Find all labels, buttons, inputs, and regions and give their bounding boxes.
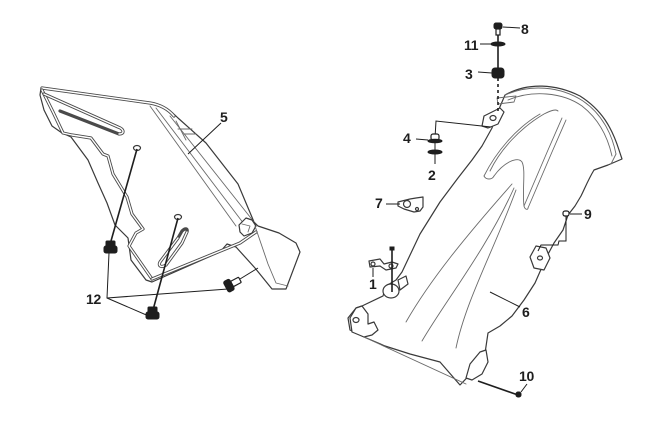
- screw-icon: [223, 276, 242, 293]
- callout-label-9: 9: [584, 206, 592, 222]
- inner-fender-part-5: [39, 86, 301, 290]
- bracket-part-1: [368, 246, 399, 292]
- screw-part-9: [537, 210, 582, 252]
- screw-part-10: [477, 380, 528, 398]
- grommet-icon: [491, 67, 505, 79]
- callout-label-2: 2: [428, 167, 436, 183]
- callout-label-4: 4: [403, 130, 411, 146]
- screw-icon: [103, 240, 118, 254]
- callout-label-6: 6: [522, 304, 530, 320]
- callout-label-5: 5: [220, 109, 228, 125]
- fasteners-part-12: [103, 148, 259, 320]
- front-fender-part-6: [347, 85, 623, 386]
- callout-label-11: 11: [464, 37, 479, 53]
- washer-icon: [427, 149, 443, 155]
- callout-label-10: 10: [519, 368, 534, 384]
- callout-label-1: 1: [369, 276, 377, 292]
- hardware-stack-top: [477, 22, 521, 112]
- hardware-stack-left: [415, 120, 492, 164]
- nut-icon: [427, 133, 443, 144]
- bolt-icon: [493, 22, 503, 36]
- callout-label-3: 3: [465, 66, 473, 82]
- callout-label-7: 7: [375, 195, 383, 211]
- bracket-part-7: [386, 196, 424, 213]
- callout-label-12: 12: [86, 291, 101, 307]
- washer-icon: [490, 41, 506, 47]
- screw-icon: [145, 306, 160, 320]
- callout-label-8: 8: [521, 21, 529, 37]
